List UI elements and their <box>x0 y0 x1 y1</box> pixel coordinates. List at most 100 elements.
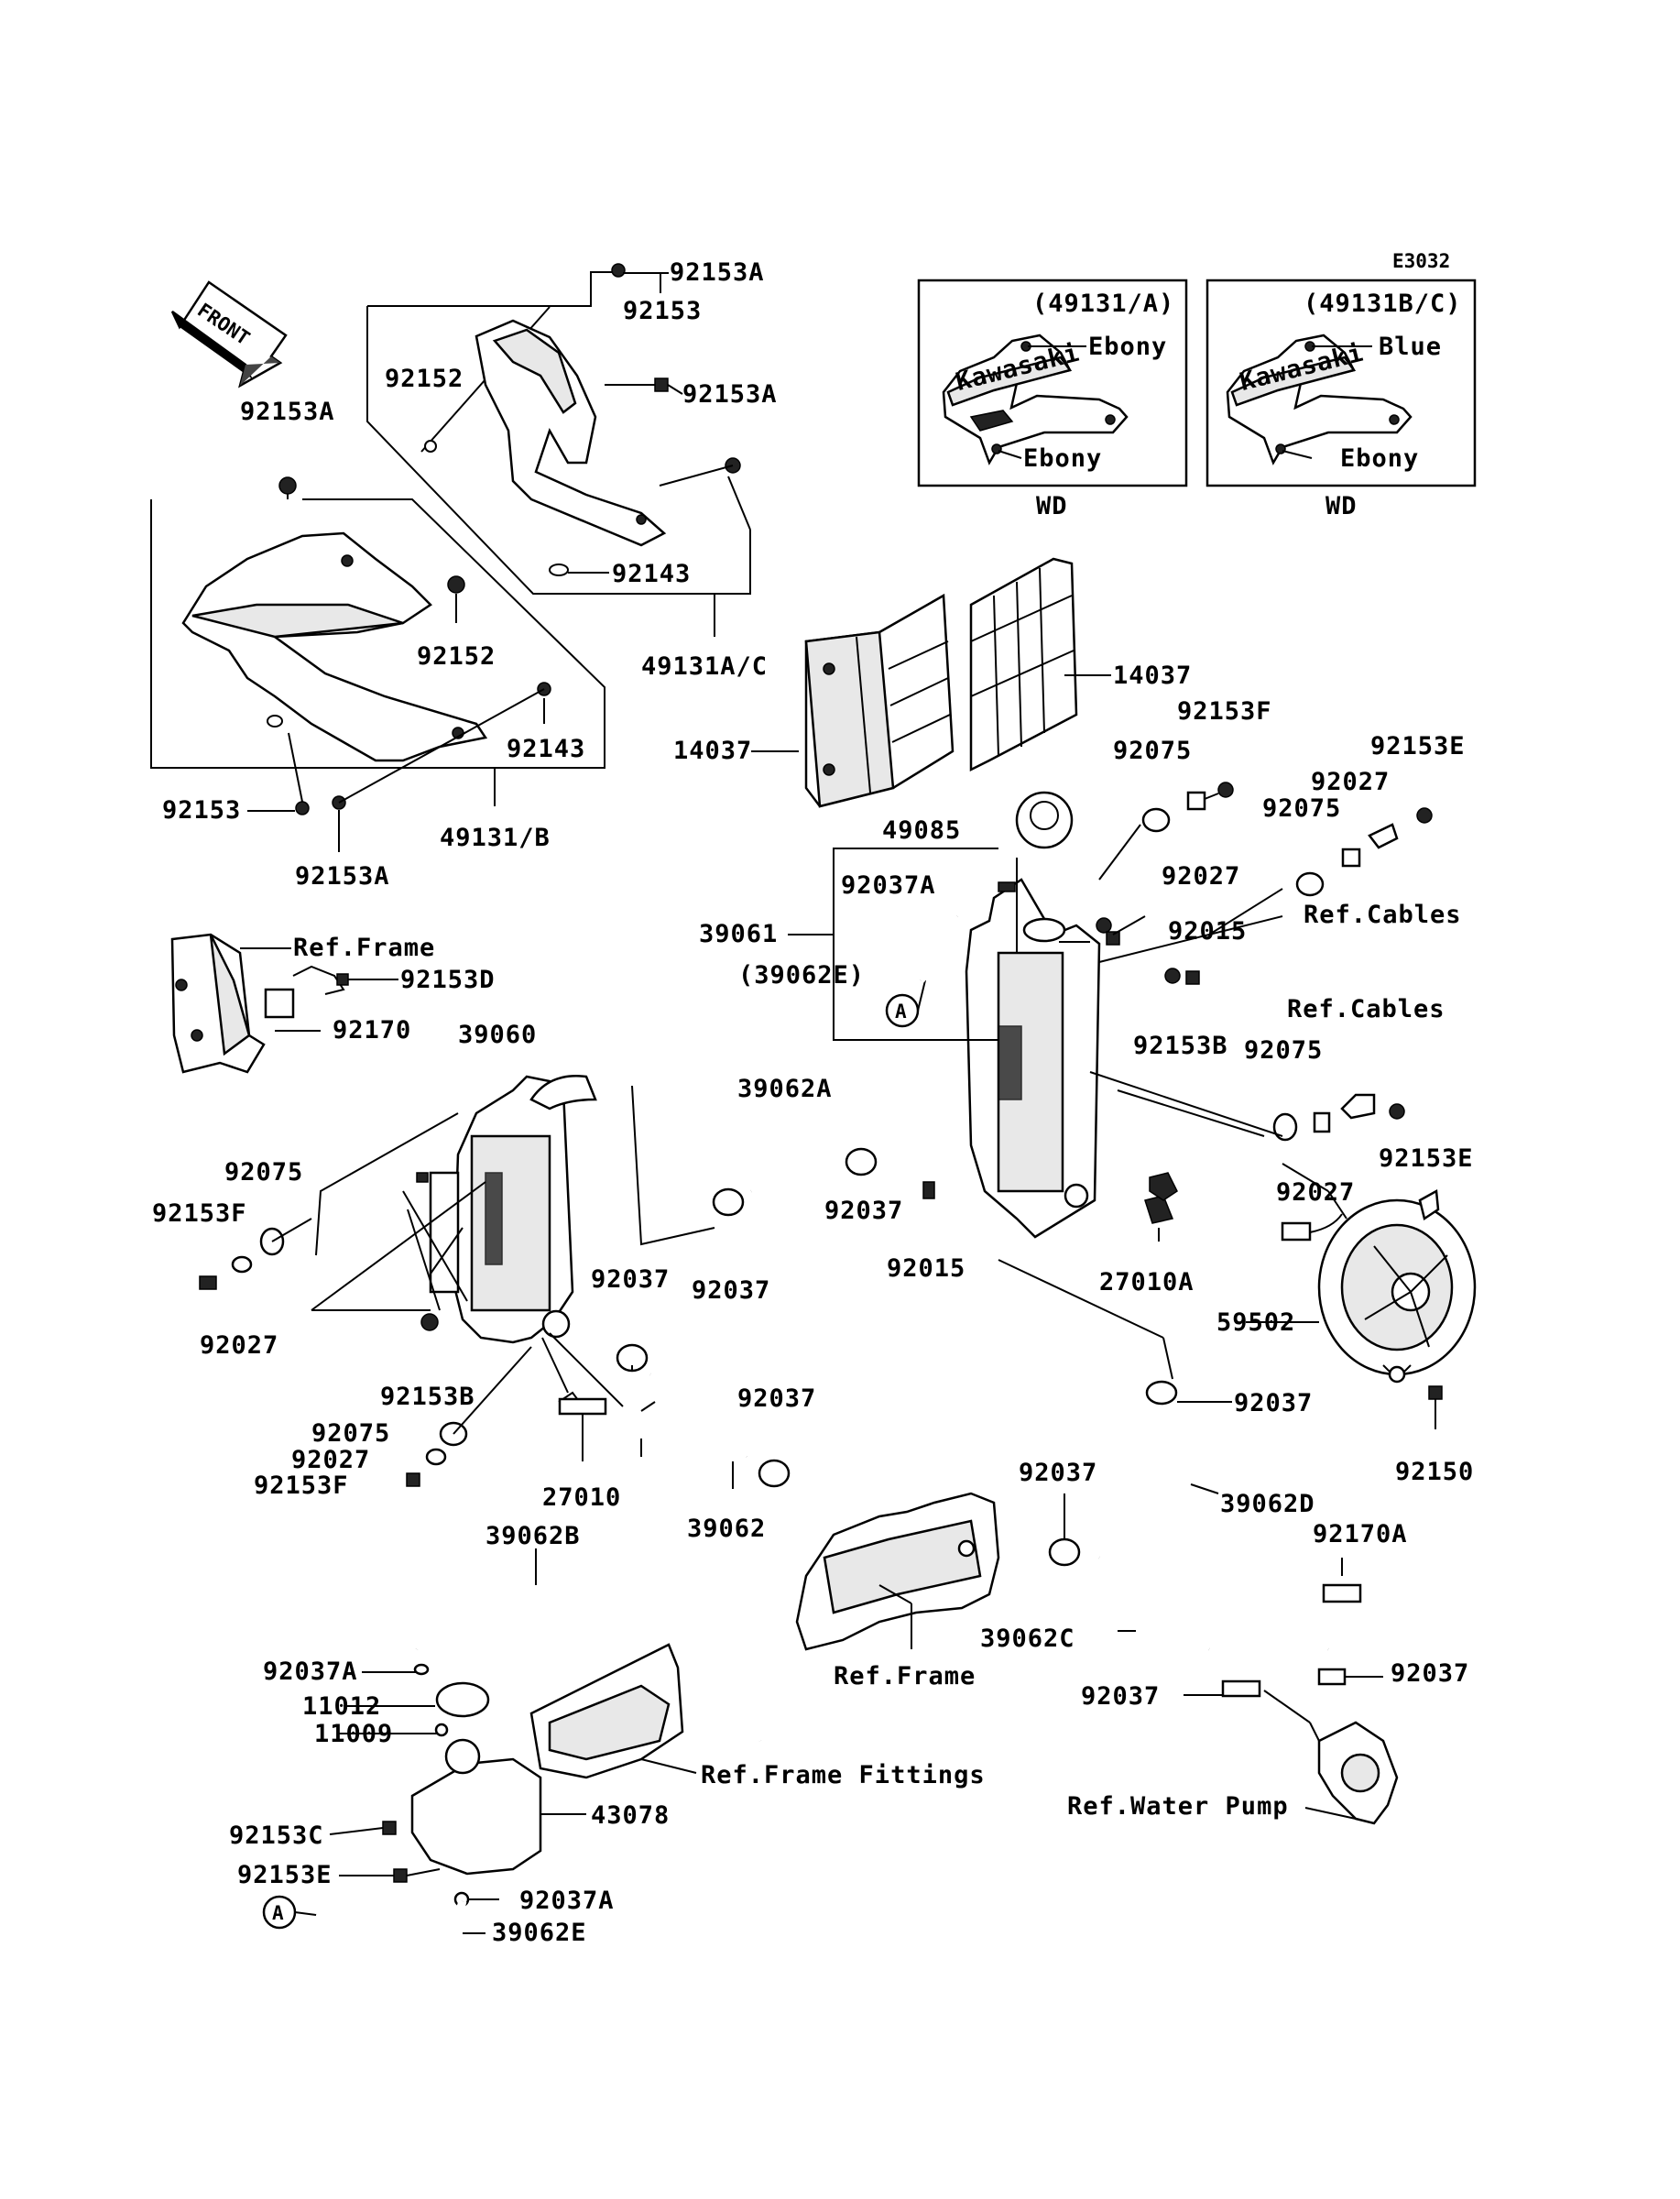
label-92153: 92153 <box>162 796 241 825</box>
label-92037: 92037 <box>692 1276 770 1305</box>
label-39062B: 39062B <box>485 1522 581 1550</box>
label-92152: 92152 <box>385 365 464 393</box>
label-27010: 27010 <box>542 1483 621 1512</box>
label-92153B: 92153B <box>1133 1032 1228 1060</box>
inset-left-color-top: Ebony <box>1088 333 1167 361</box>
label-92037: 92037 <box>1081 1682 1160 1711</box>
label-92037: 92037 <box>1391 1659 1469 1688</box>
label-92037: 92037 <box>591 1265 670 1294</box>
label-92153E: 92153E <box>237 1861 333 1889</box>
label-92153A: 92153A <box>240 398 335 426</box>
inset-49131A: Kawasaki (49131/A) Ebony Ebony WD <box>917 279 1188 520</box>
label-92075: 92075 <box>1113 737 1192 765</box>
fan-assembly <box>1246 1163 1477 1429</box>
front-arrow-icon: FRONT <box>170 280 288 388</box>
part-labels: 92153A 92153 92152 92153A 92143 49131A/C… <box>152 258 1474 1947</box>
label-92027: 92027 <box>1276 1178 1355 1207</box>
label-92075: 92075 <box>311 1419 390 1448</box>
hose-39062B <box>411 1548 768 1742</box>
label-92152: 92152 <box>417 642 496 671</box>
label-27010A: 27010A <box>1099 1268 1195 1296</box>
inset-right-title: (49131B/C) <box>1304 290 1462 318</box>
callout-A-bottom-label: A <box>272 1902 284 1924</box>
callout-A-top-label: A <box>895 1001 907 1023</box>
label-92027: 92027 <box>1311 768 1390 796</box>
label-39062E: (39062E) <box>738 961 865 990</box>
label-39060: 39060 <box>458 1021 537 1049</box>
label-92027: 92027 <box>291 1446 370 1474</box>
label-59502: 59502 <box>1216 1308 1295 1337</box>
label-92170: 92170 <box>333 1016 411 1045</box>
label-92075: 92075 <box>224 1158 303 1187</box>
label-14037: 14037 <box>1113 662 1192 690</box>
label-ref-cables: Ref.Cables <box>1287 995 1445 1023</box>
inset-right-color-top: Blue <box>1379 333 1442 361</box>
water-pump <box>1304 1721 1399 1825</box>
label-92075: 92075 <box>1244 1036 1323 1065</box>
label-92037A: 92037A <box>519 1887 615 1915</box>
label-92153E: 92153E <box>1370 732 1466 760</box>
right-fasteners <box>1089 782 1433 1142</box>
label-92153E: 92153E <box>1379 1144 1474 1173</box>
hose-39062D <box>998 1259 1383 1742</box>
label-92037A: 92037A <box>263 1657 358 1686</box>
label-92027: 92027 <box>1162 862 1240 891</box>
label-92143: 92143 <box>612 560 691 588</box>
inset-left-color-bottom: Ebony <box>1023 444 1102 473</box>
label-14037: 14037 <box>673 737 752 765</box>
label-49131AC: 49131A/C <box>641 652 768 681</box>
inset-49131BC: Kawasaki (49131B/C) Blue Ebony WD <box>1205 279 1477 520</box>
label-39062C: 39062C <box>980 1625 1075 1653</box>
label-39062E: 39062E <box>492 1919 587 1947</box>
inset-left-note: WD <box>1036 492 1068 520</box>
label-92037: 92037 <box>737 1384 816 1413</box>
label-92027: 92027 <box>200 1331 278 1360</box>
inset-right-note: WD <box>1325 492 1358 520</box>
label-92143: 92143 <box>507 735 585 763</box>
inset-right-color-bottom: Ebony <box>1340 444 1419 473</box>
label-92170A: 92170A <box>1313 1520 1408 1548</box>
radiator-right <box>965 791 1181 1239</box>
reservoir-assembly: A <box>262 1643 697 1938</box>
label-92153A: 92153A <box>670 258 765 287</box>
radiator-guards <box>751 557 1111 808</box>
label-11009: 11009 <box>314 1720 393 1748</box>
radiator-left <box>311 1075 715 1344</box>
left-fasteners <box>199 1218 532 1487</box>
label-49085: 49085 <box>882 816 961 845</box>
ref-frame-bottom <box>795 1492 1000 1651</box>
label-92037: 92037 <box>1019 1459 1097 1487</box>
label-39062: 39062 <box>687 1515 766 1543</box>
diagram-code: E3032 <box>1392 250 1450 272</box>
label-92037A: 92037A <box>841 871 936 900</box>
label-49131B: 49131/B <box>440 824 551 852</box>
label-92150: 92150 <box>1395 1458 1474 1486</box>
label-92153F: 92153F <box>152 1199 247 1228</box>
label-92153C: 92153C <box>229 1822 324 1850</box>
label-92153B: 92153B <box>380 1383 475 1411</box>
label-92153D: 92153D <box>400 966 496 994</box>
label-92153F: 92153F <box>1177 697 1272 726</box>
label-ref-frame: Ref.Frame <box>293 934 435 962</box>
label-39061: 39061 <box>699 920 778 948</box>
label-ref-frame-fittings: Ref.Frame Fittings <box>701 1761 986 1789</box>
label-39062A: 39062A <box>737 1075 833 1103</box>
label-92153A: 92153A <box>295 862 390 891</box>
label-11012: 11012 <box>302 1692 381 1721</box>
label-92037: 92037 <box>824 1197 903 1225</box>
ref-frame-top <box>170 933 398 1074</box>
shroud-left-assembly <box>150 476 605 852</box>
label-92153: 92153 <box>623 297 702 325</box>
label-92015: 92015 <box>887 1254 965 1283</box>
inset-left-title: (49131/A) <box>1032 290 1174 318</box>
label-92153F: 92153F <box>254 1471 349 1500</box>
label-92075: 92075 <box>1262 794 1341 823</box>
label-39062D: 39062D <box>1220 1490 1315 1518</box>
label-ref-water-pump: Ref.Water Pump <box>1067 1792 1289 1821</box>
label-ref-cables: Ref.Cables <box>1304 901 1462 929</box>
shroud-upper-assembly <box>366 263 751 637</box>
label-92037: 92037 <box>1234 1389 1313 1417</box>
label-92015: 92015 <box>1168 917 1247 946</box>
label-92153A: 92153A <box>682 380 778 409</box>
